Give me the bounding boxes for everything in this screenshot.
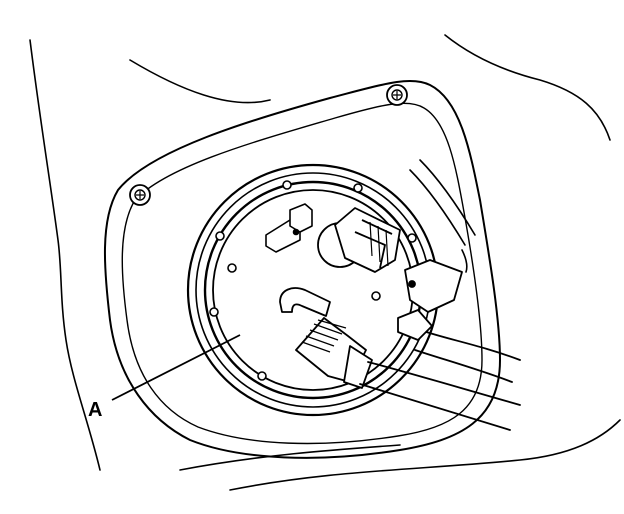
- callout-a-label: A: [88, 399, 102, 421]
- quick-connector: [397, 259, 463, 341]
- callout-a: A: [88, 334, 241, 421]
- fuel-feed-connector: [295, 317, 373, 389]
- pump-connector-housing: [317, 207, 401, 273]
- body-panel-outlines: [29, 34, 621, 491]
- callout-a-leader: [111, 334, 241, 401]
- access-opening-flange: [103, 79, 501, 459]
- flange-screw-top-right: [386, 84, 408, 106]
- fuel-hoses: [359, 329, 521, 431]
- vent-tube: [409, 159, 476, 273]
- electrical-terminal-tab: [265, 203, 313, 253]
- retainer-ring-holes: [209, 180, 417, 381]
- flange-screw-left: [129, 184, 151, 206]
- return-line-elbow: [279, 287, 331, 317]
